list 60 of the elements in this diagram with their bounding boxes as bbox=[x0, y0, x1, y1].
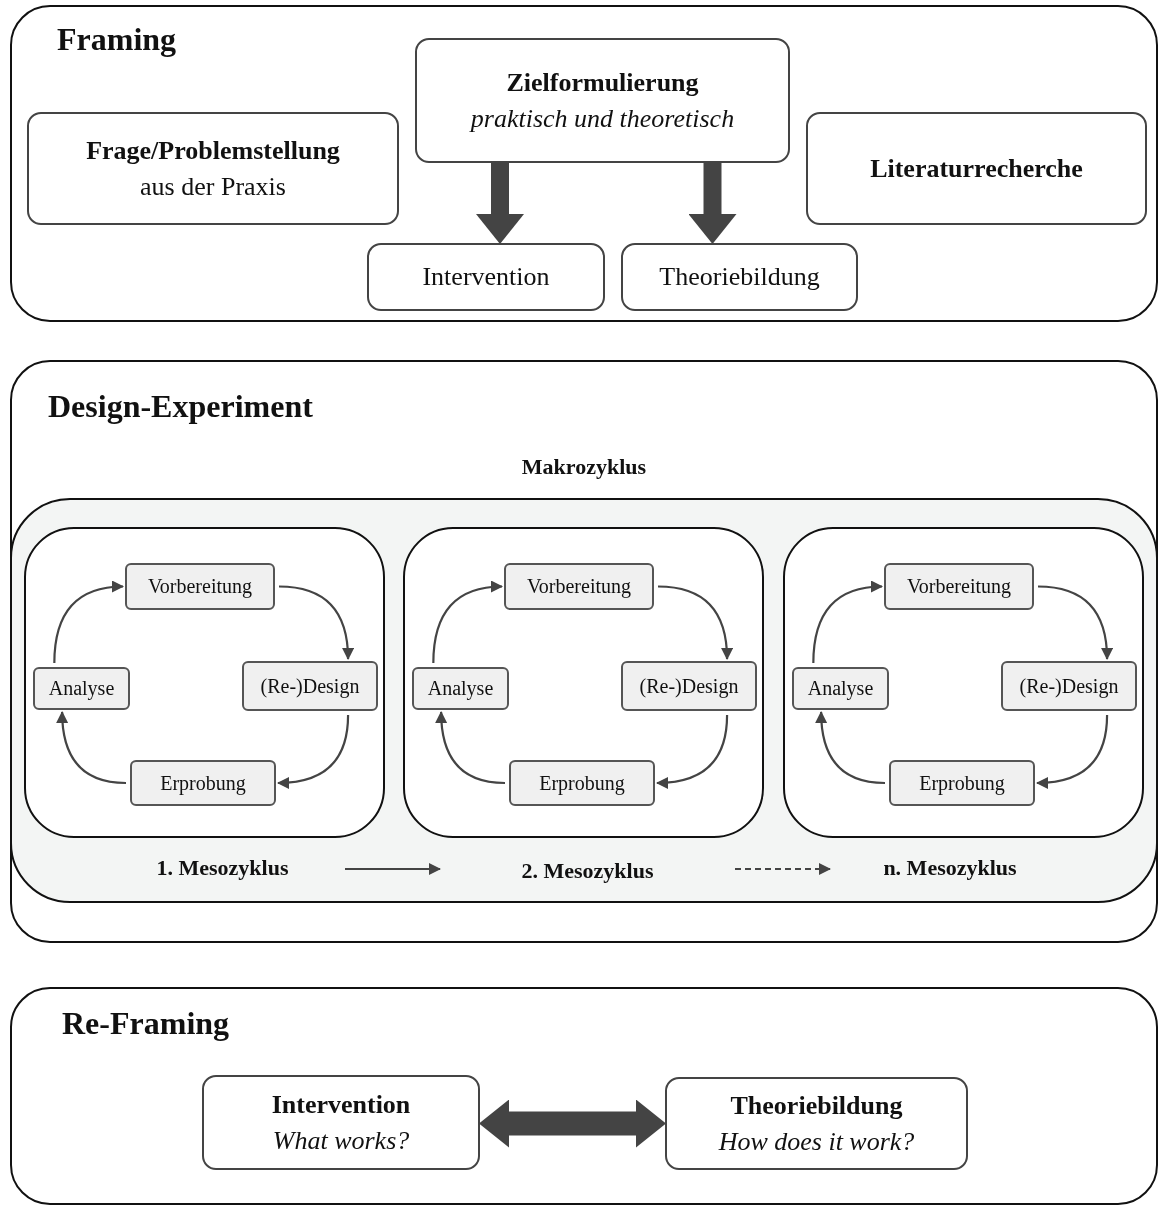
step-box: Erprobung bbox=[130, 760, 276, 806]
box-heading: Theoriebildung bbox=[659, 261, 820, 294]
curved-arrow bbox=[435, 711, 506, 785]
step-box: (Re-)Design bbox=[621, 661, 757, 711]
double-block-arrow bbox=[479, 1099, 666, 1148]
card-box bbox=[806, 112, 1147, 225]
card-box bbox=[367, 243, 605, 311]
step-box: Erprobung bbox=[509, 760, 655, 806]
arrow bbox=[735, 863, 831, 875]
box-subtitle: What works? bbox=[272, 1124, 410, 1157]
curved-arrow bbox=[815, 711, 886, 785]
curved-arrow bbox=[432, 581, 503, 664]
curved-arrow bbox=[1036, 714, 1109, 789]
box-heading: Intervention bbox=[271, 1089, 411, 1122]
box-subtitle: praktisch und theoretisch bbox=[470, 102, 735, 135]
curved-arrow bbox=[657, 585, 733, 660]
arrow bbox=[345, 863, 441, 875]
step-box: (Re-)Design bbox=[242, 661, 378, 711]
panel-title: Re-Framing bbox=[62, 1005, 230, 1042]
card-box bbox=[27, 112, 399, 225]
curved-arrow bbox=[53, 581, 124, 664]
box-heading: Frage/Problemstellung bbox=[86, 135, 340, 168]
step-box: Vorbereitung bbox=[504, 563, 654, 610]
cycle-label: 2. Mesozyklus bbox=[440, 848, 735, 893]
card-box bbox=[202, 1075, 480, 1170]
card-box bbox=[665, 1077, 968, 1170]
box-heading: Zielformulierung bbox=[506, 67, 699, 100]
block-arrow bbox=[688, 163, 737, 244]
box-heading: Literaturrecherche bbox=[870, 152, 1083, 185]
curved-arrow bbox=[278, 585, 354, 660]
step-box: Analyse bbox=[412, 667, 509, 710]
step-box: Vorbereitung bbox=[884, 563, 1034, 610]
cycle-box bbox=[24, 527, 385, 838]
cycle-label: 1. Mesozyklus bbox=[100, 845, 345, 890]
step-box: Vorbereitung bbox=[125, 563, 275, 610]
curved-arrow bbox=[56, 711, 127, 785]
step-box: Analyse bbox=[792, 667, 889, 710]
section-panel bbox=[10, 987, 1158, 1205]
cycle-box bbox=[783, 527, 1144, 838]
box-subtitle: How does it work? bbox=[718, 1125, 915, 1158]
box-heading: Intervention bbox=[422, 261, 550, 294]
section-panel bbox=[10, 5, 1158, 322]
block-arrow bbox=[476, 163, 524, 244]
curved-arrow bbox=[1037, 585, 1113, 660]
curved-arrow bbox=[812, 581, 883, 664]
card-box bbox=[415, 38, 790, 163]
box-subtitle: aus der Praxis bbox=[140, 170, 286, 203]
box-heading: Theoriebildung bbox=[730, 1090, 903, 1123]
card-box bbox=[621, 243, 858, 311]
cycle-box bbox=[403, 527, 764, 838]
panel-title: Framing bbox=[57, 21, 177, 58]
curved-arrow bbox=[656, 714, 729, 789]
step-box: (Re-)Design bbox=[1001, 661, 1137, 711]
section-panel bbox=[10, 360, 1158, 943]
curved-arrow bbox=[277, 714, 350, 789]
cycle-label: n. Mesozyklus bbox=[830, 845, 1070, 890]
panel-title: Design-Experiment bbox=[48, 388, 313, 425]
step-box: Erprobung bbox=[889, 760, 1035, 806]
section-heading: Makrozyklus bbox=[520, 454, 648, 480]
step-box: Analyse bbox=[33, 667, 130, 710]
